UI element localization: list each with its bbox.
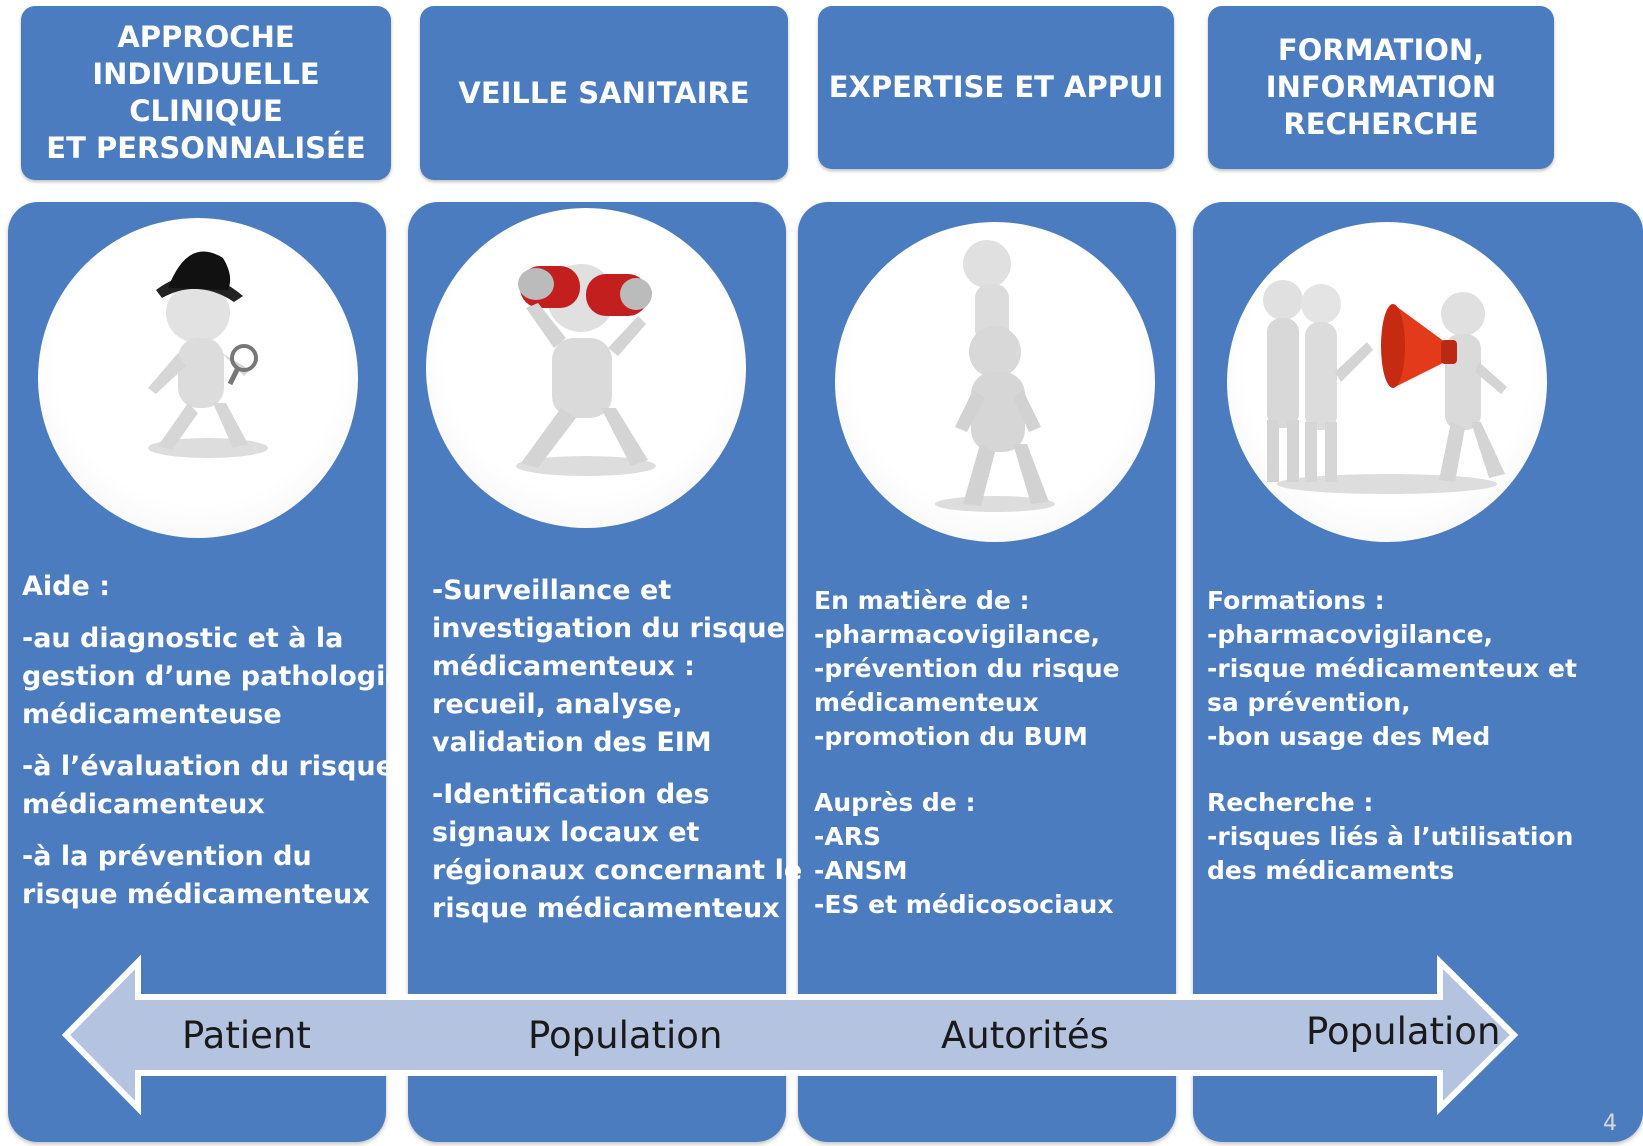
text-line: -ARS xyxy=(814,822,881,851)
arrow-label-autorites: Autorités xyxy=(941,1014,1109,1057)
text-line: risque médicamenteux xyxy=(22,879,370,910)
text-line: -au diagnostic et à la xyxy=(22,623,344,654)
text-line: -bon usage des Med xyxy=(1207,722,1491,751)
text-line: -ANSM xyxy=(814,856,908,885)
text-line: des médicaments xyxy=(1207,856,1455,885)
text-line: Formations : xyxy=(1207,586,1385,615)
text-line: médicamenteux xyxy=(22,789,265,820)
text-line: médicamenteuse xyxy=(22,699,282,730)
text-line: gestion d’une pathologie xyxy=(22,661,404,692)
text-line: -prévention du risque xyxy=(814,654,1120,683)
text-line: validation des EIM xyxy=(432,727,712,758)
text-line: Auprès de : xyxy=(814,788,976,817)
text-line: En matière de : xyxy=(814,586,1030,615)
text-line: -promotion du BUM xyxy=(814,722,1088,751)
arrow-label-patient: Patient xyxy=(182,1014,311,1057)
binoculars-icon xyxy=(426,208,746,528)
text-line: risque médicamenteux xyxy=(432,893,780,924)
text-line: Recherche : xyxy=(1207,788,1374,817)
text-line: -à l’évaluation du risque xyxy=(22,751,394,782)
text-line: -à la prévention du xyxy=(22,841,312,872)
header-line: VEILLE SANITAIRE xyxy=(458,75,750,110)
column-text-formation: Formations : -pharmacovigilance, -risque m… xyxy=(1207,584,1577,888)
column-text-veille: -Surveillance et investigation du risque m… xyxy=(432,572,802,928)
text-line: médicamenteux : xyxy=(432,651,695,682)
arrow-label-population: Population xyxy=(528,1014,723,1057)
helping-person-icon xyxy=(835,222,1155,542)
text-line: -pharmacovigilance, xyxy=(1207,620,1494,649)
header-line: APPROCHE xyxy=(117,20,295,54)
arrow-label-population-right: Population xyxy=(1306,1010,1501,1053)
megaphone-group-icon xyxy=(1227,222,1547,542)
header-veille: VEILLE SANITAIRE xyxy=(420,6,788,180)
header-line: EXPERTISE ET APPUI xyxy=(828,70,1164,104)
double-arrow-shape xyxy=(61,954,1519,1116)
header-line: ET PERSONNALISÉE xyxy=(46,131,366,165)
text-line: -risques liés à l’utilisation xyxy=(1207,822,1574,851)
text-line: -Identification des xyxy=(432,779,710,810)
text-line: signaux locaux et xyxy=(432,817,700,848)
text-line: investigation du risque xyxy=(432,613,785,644)
header-line: INFORMATION xyxy=(1265,70,1497,104)
text-line: médicamenteux xyxy=(814,688,1039,717)
text-line: Aide : xyxy=(22,571,110,602)
header-line: FORMATION, xyxy=(1277,33,1485,67)
text-line: régionaux concernant le xyxy=(432,855,803,886)
page-number: 4 xyxy=(1603,1111,1617,1136)
text-line: -pharmacovigilance, xyxy=(814,620,1101,649)
text-line: sa prévention, xyxy=(1207,688,1411,717)
header-expertise: EXPERTISE ET APPUI xyxy=(818,6,1174,169)
text-line: -risque médicamenteux et xyxy=(1207,654,1577,683)
column-text-approche: Aide : -au diagnostic et à la gestion d’un… xyxy=(22,568,404,914)
column-text-expertise: En matière de : -pharmacovigilance, -préve… xyxy=(814,584,1120,922)
text-line: -Surveillance et xyxy=(432,575,672,606)
text-line: -ES et médicosociaux xyxy=(814,890,1114,919)
detective-icon xyxy=(38,218,358,538)
text-line: recueil, analyse, xyxy=(432,689,683,720)
header-line: INDIVIDUELLE CLINIQUE xyxy=(92,57,320,128)
header-line: RECHERCHE xyxy=(1283,107,1479,141)
